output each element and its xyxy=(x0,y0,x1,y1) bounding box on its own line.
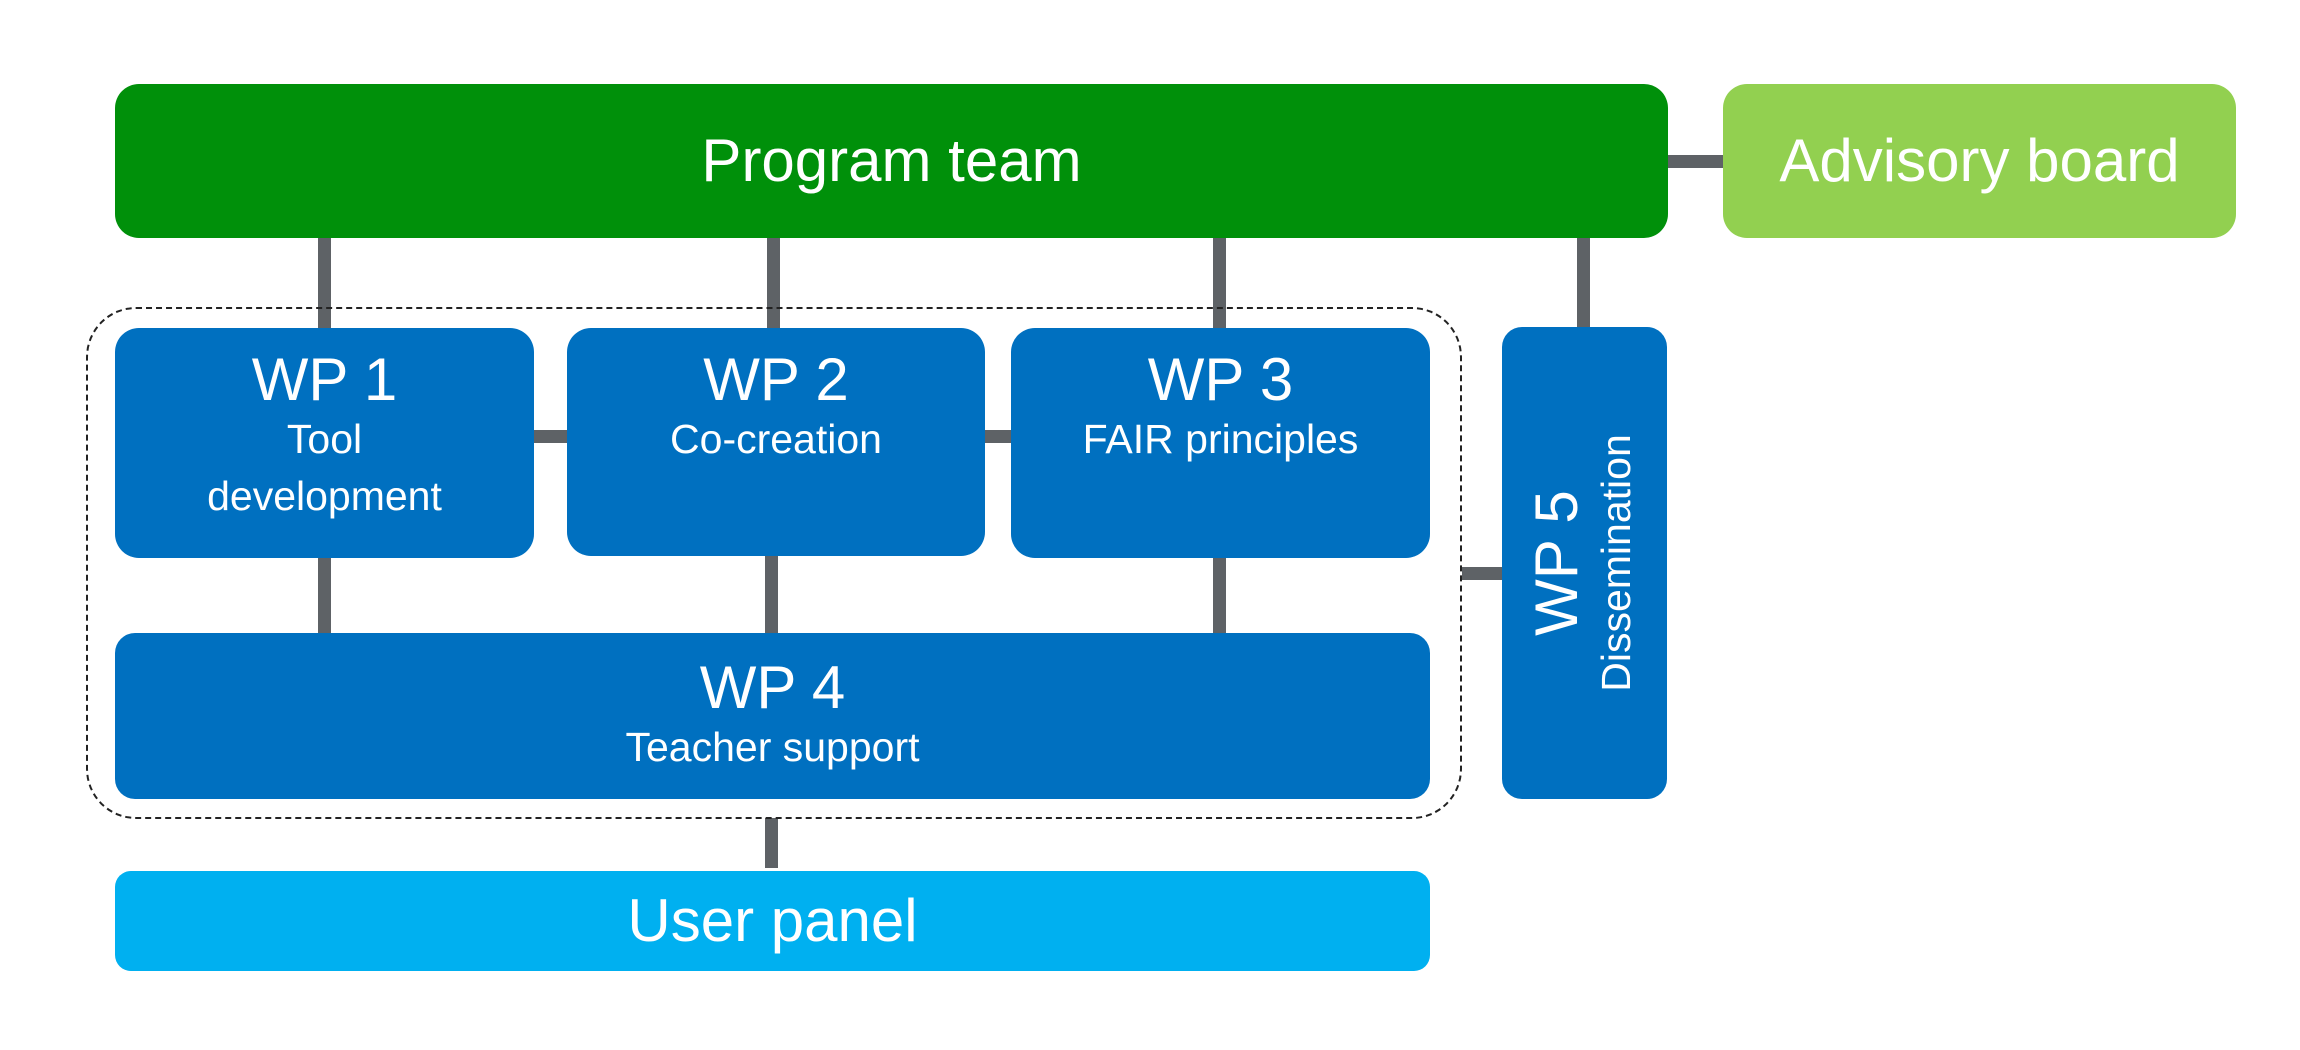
connector-program-wp1 xyxy=(318,235,331,330)
connector-wp2-wp4 xyxy=(765,555,778,635)
wp5-title: WP 5 xyxy=(1522,490,1590,636)
connector-wp1-wp4 xyxy=(318,555,331,635)
wp1-box: WP 1 Tool development xyxy=(115,328,534,558)
program-team-label: Program team xyxy=(701,127,1082,194)
wp2-title: WP 2 xyxy=(703,346,849,413)
connector-group-wp5 xyxy=(1462,567,1505,580)
wp4-box: WP 4 Teacher support xyxy=(115,633,1430,799)
wp5-box: WP 5 Dissemination xyxy=(1502,327,1667,799)
advisory-board-box: Advisory board xyxy=(1723,84,2236,238)
wp4-title: WP 4 xyxy=(699,653,846,721)
wp3-title: WP 3 xyxy=(1147,346,1294,413)
user-panel-box: User panel xyxy=(115,871,1430,971)
connector-program-wp2 xyxy=(767,235,780,330)
connector-wp1-wp2 xyxy=(532,430,569,443)
wp2-name: Co-creation xyxy=(670,416,882,462)
connector-program-wp3 xyxy=(1213,235,1226,330)
work-package-group-border xyxy=(86,307,1462,819)
wp1-name-line-1: Tool xyxy=(286,416,363,462)
wp3-name: FAIR principles xyxy=(1082,416,1359,462)
wp5-name: Dissemination xyxy=(1592,434,1639,692)
advisory-board-label: Advisory board xyxy=(1779,127,2180,194)
wp2-box: WP 2 Co-creation xyxy=(567,328,985,556)
connector-wp3-wp4 xyxy=(1213,555,1226,635)
wp1-title: WP 1 xyxy=(251,346,398,413)
wp5-rotated-text: WP 5 Dissemination xyxy=(1522,434,1644,692)
wp1-name-line-2: development xyxy=(207,473,442,520)
connector-program-wp5 xyxy=(1577,235,1590,330)
wp3-box: WP 3 FAIR principles xyxy=(1011,328,1430,558)
connector-program-advisory xyxy=(1668,155,1725,168)
user-panel-label: User panel xyxy=(627,887,918,954)
program-team-box: Program team xyxy=(115,84,1668,238)
connector-wp2-wp3 xyxy=(983,430,1013,443)
connector-wp4-userpanel xyxy=(765,818,778,868)
wp4-name: Teacher support xyxy=(625,723,920,770)
